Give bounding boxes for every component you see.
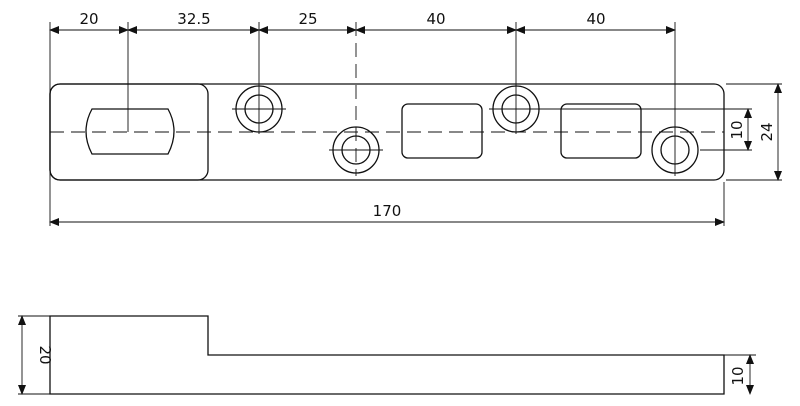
dim-20: 20 <box>79 10 98 28</box>
dim-40a: 40 <box>426 10 445 28</box>
side-view: 20 10 <box>18 315 756 395</box>
dim-side-20: 20 <box>36 345 54 364</box>
dim-170: 170 <box>373 202 402 220</box>
dim-32-5: 32.5 <box>177 10 210 28</box>
top-view: 20 32.5 25 40 40 170 10 24 <box>49 10 782 226</box>
window-2 <box>560 103 642 159</box>
dim-10-right: 10 <box>728 120 746 139</box>
dim-24: 24 <box>758 122 776 141</box>
dim-25: 25 <box>298 10 317 28</box>
side-profile <box>49 315 725 395</box>
dim-40b: 40 <box>586 10 605 28</box>
window-1 <box>401 103 483 159</box>
dim-side-10: 10 <box>729 366 747 385</box>
left-slot <box>85 108 175 155</box>
